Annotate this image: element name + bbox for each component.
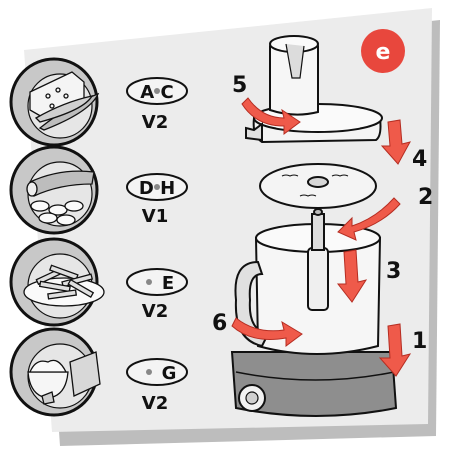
step-number-6: 6 [212, 311, 227, 336]
step-number-1: 1 [412, 329, 427, 354]
slicing-disc [260, 164, 376, 208]
disc-letters: E [162, 273, 174, 294]
food-row-1 [11, 59, 98, 145]
disc-letters: D H [139, 178, 175, 199]
speed-label: V1 [142, 206, 168, 227]
drive-shaft [308, 248, 328, 310]
step-number-2: 2 [418, 185, 433, 210]
speed-label: V2 [142, 301, 168, 322]
disc-letters: G [162, 363, 177, 384]
food-row-2 [11, 147, 97, 233]
disc-letters: A C [140, 82, 173, 103]
step-number-5: 5 [232, 73, 247, 98]
step-number-3: 3 [386, 259, 401, 284]
food-row-4 [11, 329, 100, 415]
badge: e [361, 29, 405, 73]
speed-label: V2 [142, 112, 168, 133]
badge-letter: e [376, 40, 391, 65]
speed-label: V2 [142, 393, 168, 414]
step-number-4: 4 [412, 147, 427, 172]
